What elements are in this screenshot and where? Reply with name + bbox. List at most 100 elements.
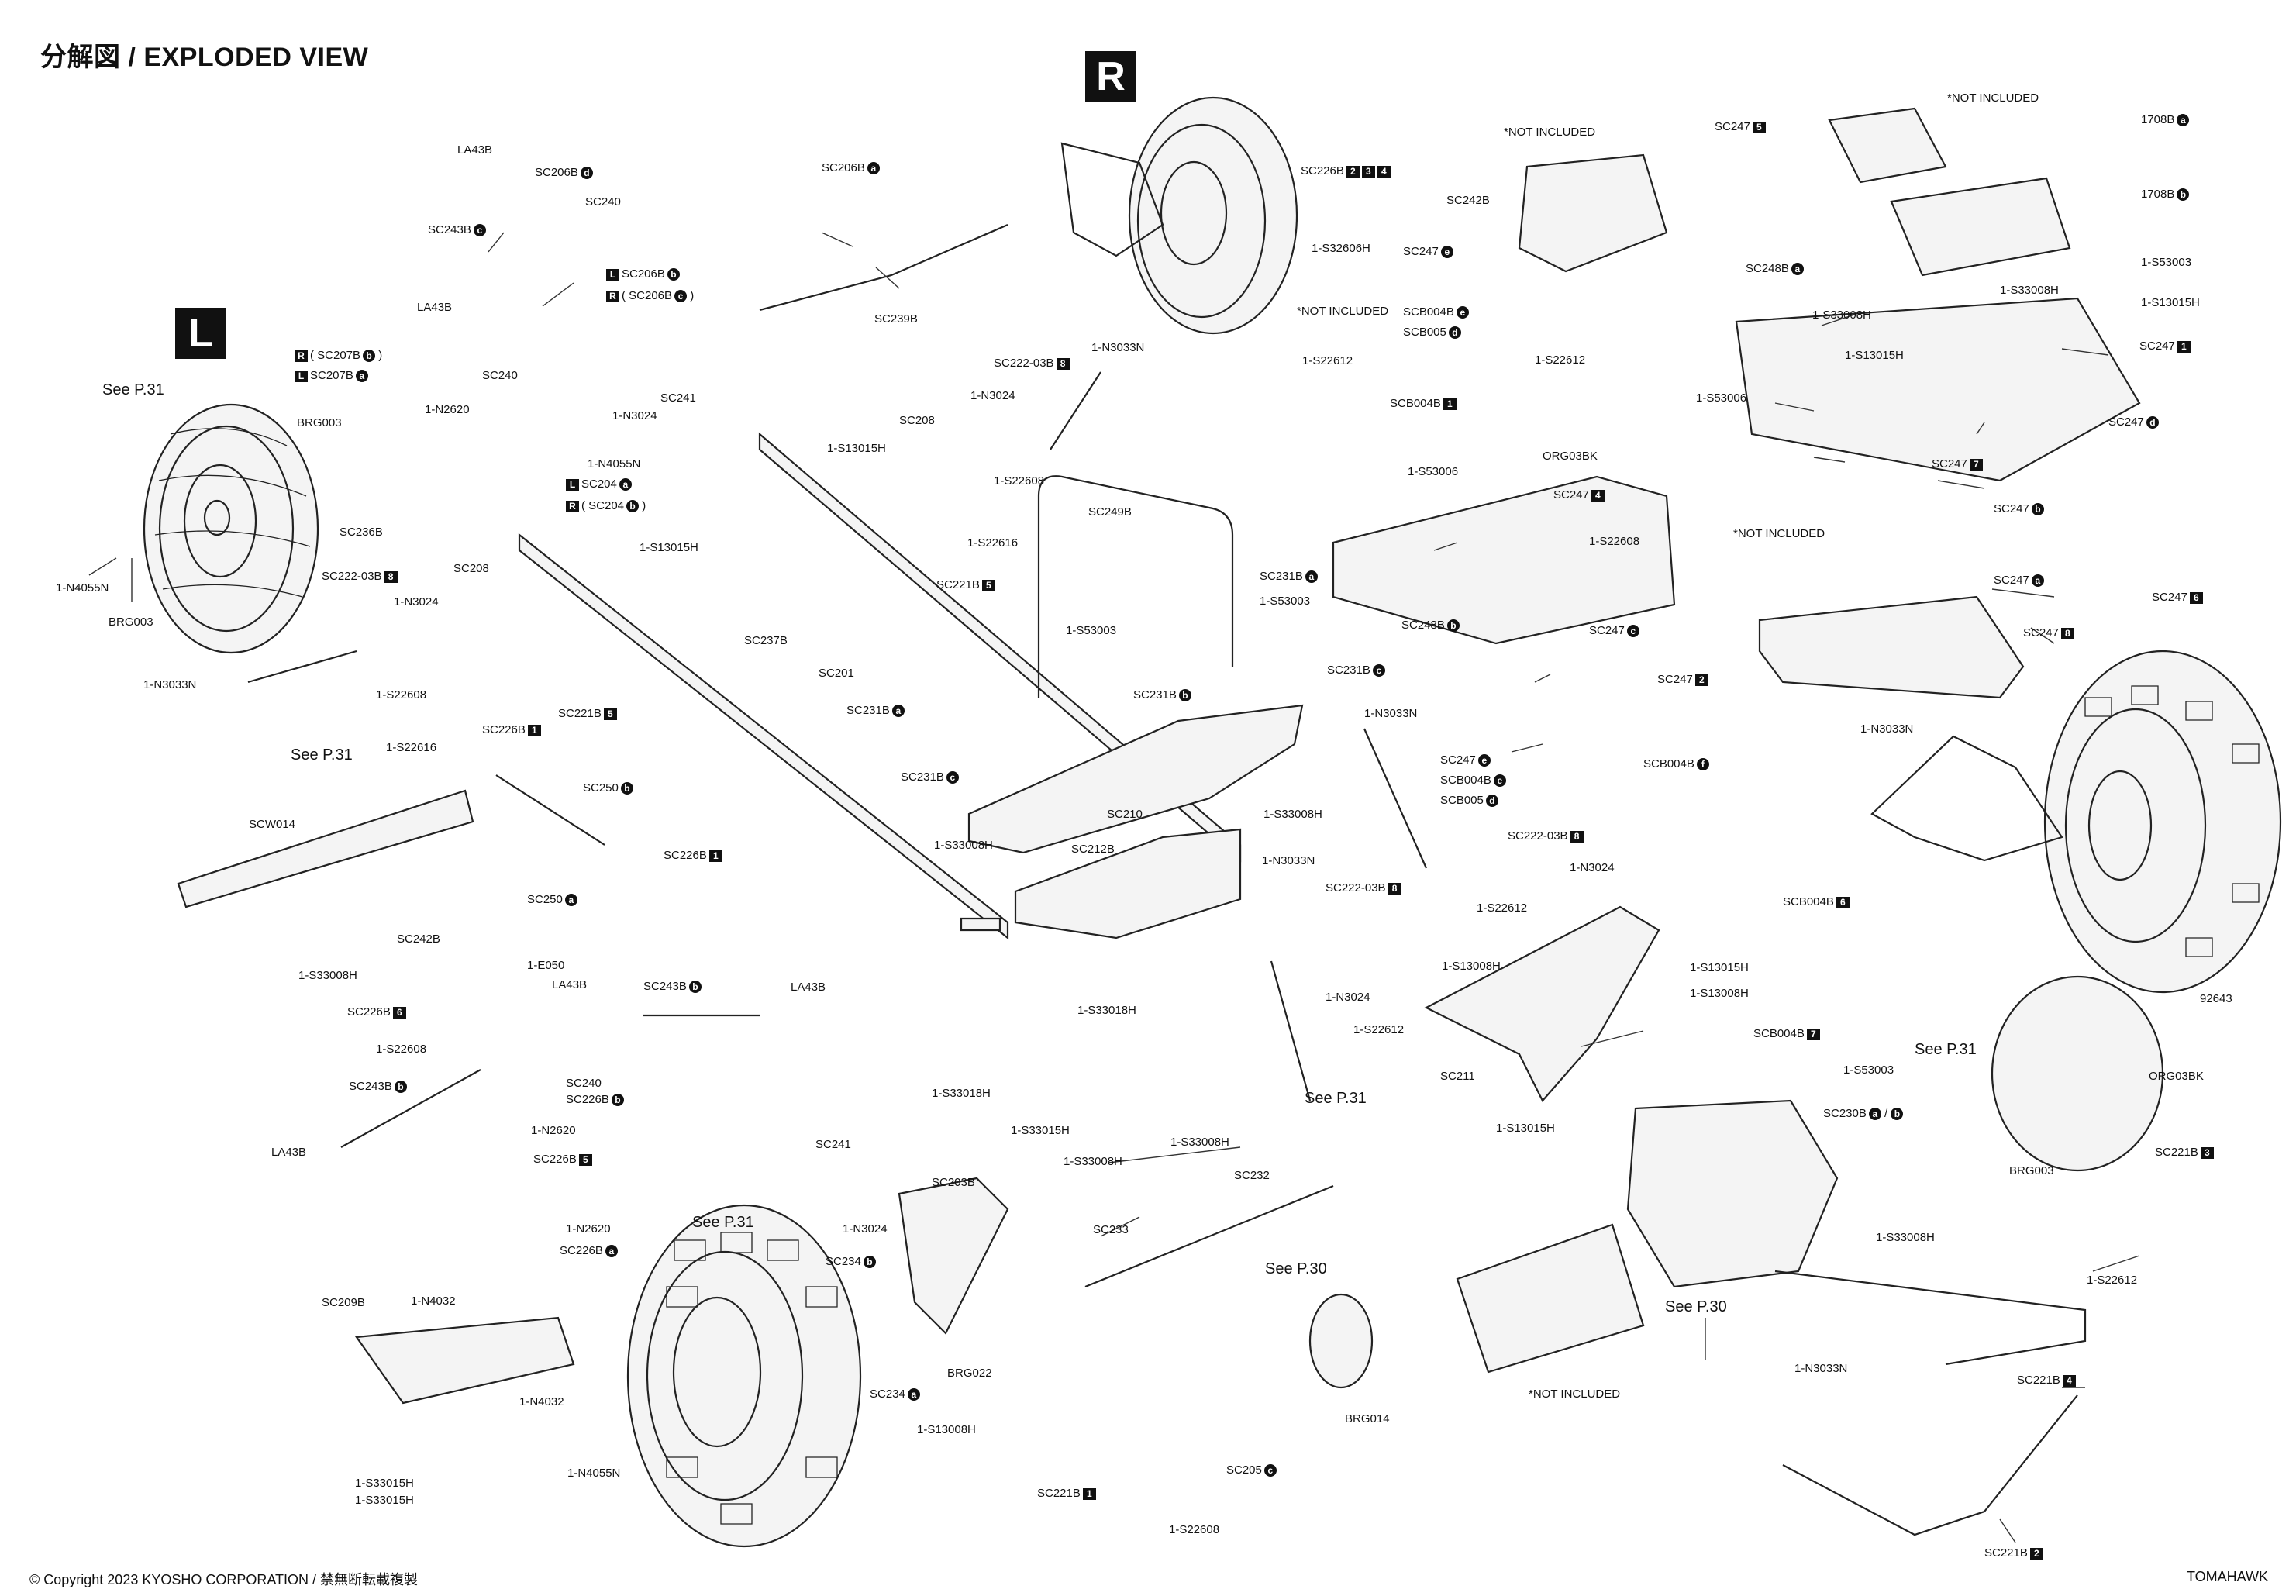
part-number: SC239B: [874, 312, 918, 326]
part-number: SC250: [527, 893, 563, 906]
part-label-not-incl-3: *NOT INCLUDED: [1947, 91, 2039, 105]
variant-circle: b: [1446, 619, 1460, 633]
variant-circle: c: [1372, 664, 1385, 677]
shock-rear-left: [1270, 960, 1312, 1101]
variant-circle: b: [667, 268, 680, 281]
part-number: 1-N3033N: [1091, 341, 1145, 354]
variant-circle: b: [363, 350, 376, 363]
esc-unit: [1890, 177, 2071, 277]
variant-separator: /: [1881, 1107, 1891, 1120]
part-number: See P.31: [692, 1214, 754, 1231]
part-number: ORG03BK: [1543, 450, 1598, 463]
part-number: 1-S53003: [1843, 1063, 1894, 1077]
part-number: 1-S53006: [1408, 465, 1459, 478]
part-number: See P.30: [1665, 1298, 1727, 1315]
part-label-sc240-1: SC240: [585, 195, 621, 209]
part-number: SC240: [585, 195, 621, 209]
part-label-s53003-4: 1-S53003: [1843, 1063, 1894, 1077]
part-number: SC233: [1093, 1223, 1129, 1236]
part-number: SC247: [1932, 457, 1967, 471]
part-number: *NOT INCLUDED: [1733, 527, 1825, 540]
part-label-s33008h-8: 1-S33008H: [1876, 1231, 1935, 1245]
copyright-text: © Copyright 2023 KYOSHO CORPORATION / 禁無…: [29, 1572, 419, 1587]
label-suffix: ): [639, 499, 646, 512]
variant-tag: 1: [1443, 398, 1457, 410]
part-label-sc201: SC201: [819, 667, 854, 681]
part-label-n4032-2: 1-N4032: [519, 1395, 564, 1409]
esc-tray-sc248b: [1735, 297, 2141, 482]
part-number: SC206B: [535, 166, 578, 179]
part-label-org03bk-2: ORG03BK: [2149, 1070, 2204, 1084]
part-label-n4055n-1: 1-N4055N: [588, 457, 640, 471]
part-number: *NOT INCLUDED: [1947, 91, 2039, 105]
part-label-sc237b: SC237B: [744, 634, 788, 648]
part-label-sc209b: SC209B: [322, 1296, 365, 1310]
part-number: SC240: [566, 1077, 602, 1090]
part-label-sc210: SC210: [1107, 808, 1143, 822]
part-number: *NOT INCLUDED: [1504, 126, 1596, 139]
part-label-n4032-1: 1-N4032: [411, 1294, 456, 1308]
part-number: SC204: [581, 477, 617, 491]
part-label-see-p31-3: See P.31: [1305, 1091, 1367, 1106]
part-number: 1-N2620: [425, 403, 470, 416]
part-number: SCB004B: [1390, 397, 1441, 410]
part-label-la43b-2: LA43B: [417, 301, 452, 315]
part-number: SC206B: [822, 161, 865, 174]
variant-circle: a: [907, 1388, 920, 1401]
part-number: 1-S13015H: [640, 541, 698, 554]
part-number: 1-S13008H: [1690, 987, 1749, 1000]
variant-circle: e: [1493, 774, 1506, 788]
part-label-sc211: SC211: [1440, 1070, 1475, 1084]
part-number: 1-S33008H: [2000, 284, 2059, 297]
variant-circle: b: [2177, 188, 2190, 202]
part-label-s53003-1: 1-S53003: [2141, 256, 2191, 270]
part-label-sc249b: SC249B: [1088, 505, 1132, 519]
variant-tag: 7: [1969, 458, 1983, 471]
part-number: 1-S32606H: [1312, 242, 1370, 255]
variant-circle: a: [867, 162, 880, 175]
left-side-badge: L: [175, 308, 226, 359]
leader-lines: [88, 232, 2140, 1543]
part-label-s22612-1: 1-S22612: [1302, 354, 1353, 368]
right-front-wheel: [1060, 96, 1298, 335]
part-number: BRG003: [297, 416, 342, 429]
part-number: SC226B: [1301, 164, 1344, 178]
part-number: *NOT INCLUDED: [1297, 305, 1389, 318]
variant-circle: d: [2146, 416, 2159, 429]
part-number: 1-S33008H: [934, 839, 993, 852]
variant-tag: 4: [2062, 1374, 2076, 1387]
left-front-wheel: [143, 403, 319, 654]
variant-circle: a: [1868, 1108, 1881, 1121]
part-number: SC247: [2139, 340, 2175, 353]
part-label-brg003-3: BRG003: [2009, 1164, 2054, 1178]
part-number: 1-S13015H: [1690, 961, 1749, 974]
part-number: 1-N4055N: [588, 457, 641, 471]
part-label-s13008h-2: 1-S13008H: [1690, 987, 1749, 1001]
part-number: SC226B: [533, 1153, 577, 1166]
variant-tag: 5: [578, 1153, 592, 1166]
rear-right-wheel: [1870, 650, 2282, 994]
variant-circle: c: [1626, 625, 1639, 638]
part-number: LA43B: [457, 143, 493, 157]
part-label-sc242b-1: SC242B: [1446, 194, 1490, 208]
part-number: BRG003: [109, 615, 153, 629]
shock-front-right: [1050, 371, 1101, 450]
part-label-sc241-2: SC241: [815, 1138, 851, 1152]
part-label-s33008h-5: 1-S33008H: [298, 969, 357, 983]
part-number: SC247: [2023, 626, 2059, 639]
